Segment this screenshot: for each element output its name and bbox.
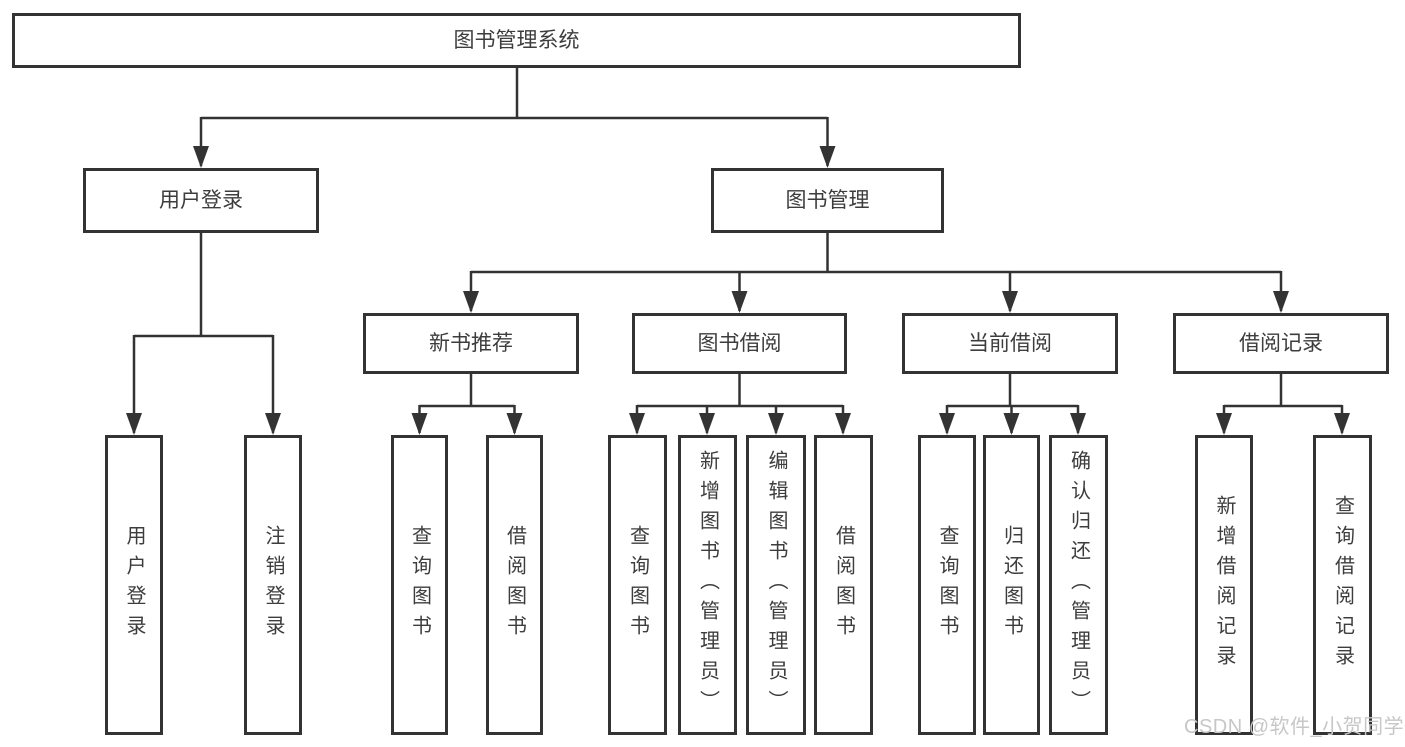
- node-borrow-records-label: 借阅记录: [1239, 331, 1323, 355]
- node-book-management-label: 图书管理: [785, 188, 870, 212]
- node-leaf-add-book-admin: 新增图书（管理员）: [678, 435, 737, 735]
- node-library-system-label: 图书管理系统: [453, 28, 580, 52]
- node-leaf-query-borrow-record-label: 查询借阅记录: [1331, 495, 1354, 675]
- node-leaf-query-books-current-label: 查询图书: [936, 525, 958, 645]
- node-leaf-return-book-label: 归还图书: [1000, 525, 1023, 645]
- node-leaf-logout-label: 注销登录: [262, 525, 284, 645]
- node-leaf-confirm-return-admin-label: 确认归还（管理员）: [1067, 450, 1090, 720]
- node-leaf-add-book-admin-label: 新增图书（管理员）: [696, 450, 719, 720]
- node-leaf-edit-book-admin-label: 编辑图书（管理员）: [765, 450, 787, 720]
- node-book-management: 图书管理: [711, 168, 944, 233]
- node-leaf-query-borrow-record: 查询借阅记录: [1313, 435, 1372, 735]
- node-leaf-borrow-books-recommend-label: 借阅图书: [503, 525, 526, 645]
- node-leaf-query-books-current: 查询图书: [918, 435, 976, 735]
- node-book-borrow-label: 图书借阅: [697, 331, 782, 355]
- node-leaf-edit-book-admin: 编辑图书（管理员）: [746, 435, 806, 735]
- node-leaf-borrow-books-recommend: 借阅图书: [486, 435, 543, 735]
- node-leaf-user-login: 用户登录: [105, 435, 163, 735]
- node-leaf-query-books-borrow: 查询图书: [608, 435, 667, 735]
- node-leaf-borrow-books: 借阅图书: [814, 435, 873, 735]
- node-borrow-records: 借阅记录: [1173, 313, 1389, 374]
- csdn-watermark: CSDN @软件_小贺同学: [1184, 716, 1405, 738]
- node-user-login-label: 用户登录: [159, 188, 243, 212]
- node-new-book-recommend: 新书推荐: [363, 313, 579, 374]
- node-leaf-query-books-recommend-label: 查询图书: [408, 525, 431, 645]
- node-leaf-add-borrow-record: 新增借阅记录: [1195, 435, 1253, 735]
- node-leaf-logout: 注销登录: [244, 435, 302, 735]
- node-current-borrow-label: 当前借阅: [968, 331, 1052, 355]
- node-leaf-query-books-recommend: 查询图书: [391, 435, 448, 735]
- node-leaf-user-login-label: 用户登录: [123, 525, 145, 645]
- node-user-login: 用户登录: [83, 168, 319, 233]
- node-leaf-confirm-return-admin: 确认归还（管理员）: [1049, 435, 1108, 735]
- node-leaf-return-book: 归还图书: [983, 435, 1040, 735]
- node-new-book-recommend-label: 新书推荐: [429, 331, 513, 355]
- node-current-borrow: 当前借阅: [902, 313, 1118, 374]
- node-leaf-add-borrow-record-label: 新增借阅记录: [1213, 495, 1235, 675]
- node-leaf-query-books-borrow-label: 查询图书: [626, 525, 649, 645]
- node-leaf-borrow-books-label: 借阅图书: [832, 525, 855, 645]
- node-library-system: 图书管理系统: [12, 13, 1021, 68]
- node-book-borrow: 图书借阅: [632, 313, 847, 374]
